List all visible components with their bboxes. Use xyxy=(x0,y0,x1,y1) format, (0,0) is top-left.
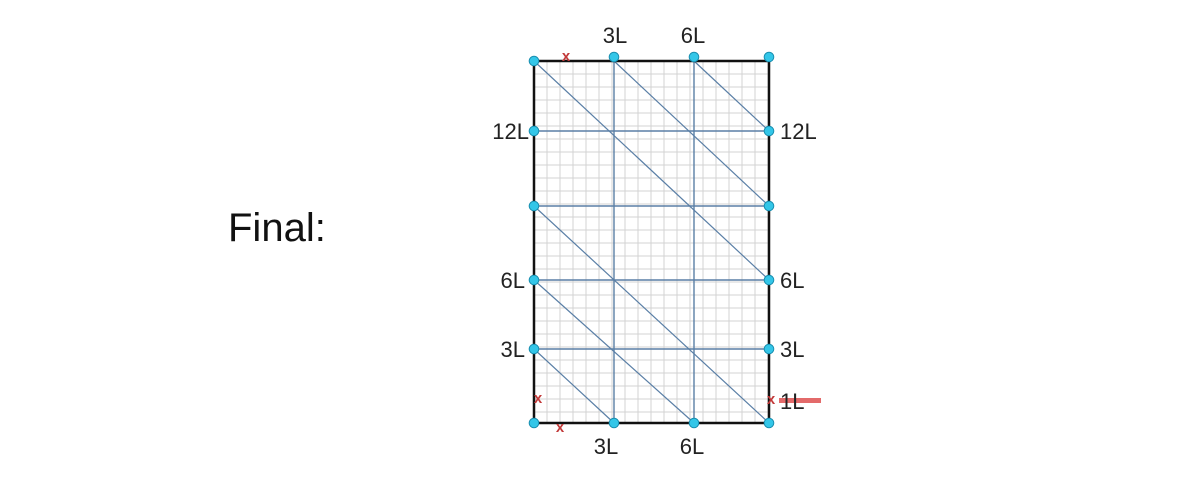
node xyxy=(608,417,620,429)
diagonal-member xyxy=(533,60,770,281)
accent-marks xyxy=(779,398,821,403)
node xyxy=(763,125,775,137)
accent-bar xyxy=(779,398,821,403)
node xyxy=(608,51,620,63)
node xyxy=(528,417,540,429)
node xyxy=(528,274,540,286)
node xyxy=(763,274,775,286)
node xyxy=(763,200,775,212)
node xyxy=(763,417,775,429)
diagonal-member xyxy=(533,205,770,424)
outer-frame xyxy=(532,59,771,425)
label-left-6L: 6L xyxy=(501,268,525,293)
label-top-6L: 6L xyxy=(681,23,705,48)
label-left-3L: 3L xyxy=(501,337,525,362)
structure-lines xyxy=(533,60,770,424)
final-heading: Final: xyxy=(228,206,326,250)
node xyxy=(763,51,775,63)
cross-marker: x xyxy=(534,390,543,407)
node xyxy=(688,417,700,429)
cross-marker: x xyxy=(767,391,776,408)
cross-marker: x xyxy=(556,419,565,436)
label-right-6L: 6L xyxy=(780,268,804,293)
label-bottom-6L: 6L xyxy=(680,434,704,459)
minor-grid xyxy=(534,61,769,423)
diagonal-member xyxy=(533,348,615,424)
node xyxy=(763,343,775,355)
diagonal-member xyxy=(693,60,770,132)
label-left-12L: 12L xyxy=(492,119,529,144)
diagonal-member xyxy=(533,279,695,424)
label-bottom-3L: 3L xyxy=(594,434,618,459)
node xyxy=(528,125,540,137)
diagonal-member xyxy=(613,60,770,207)
node xyxy=(528,343,540,355)
label-right-1L: 1L xyxy=(780,389,804,414)
cross-marker: x xyxy=(562,48,571,65)
node xyxy=(688,51,700,63)
label-top-3L: 3L xyxy=(603,23,627,48)
nodes xyxy=(528,51,775,429)
node xyxy=(528,55,540,67)
label-right-12L: 12L xyxy=(780,119,817,144)
node xyxy=(528,200,540,212)
label-right-3L: 3L xyxy=(780,337,804,362)
